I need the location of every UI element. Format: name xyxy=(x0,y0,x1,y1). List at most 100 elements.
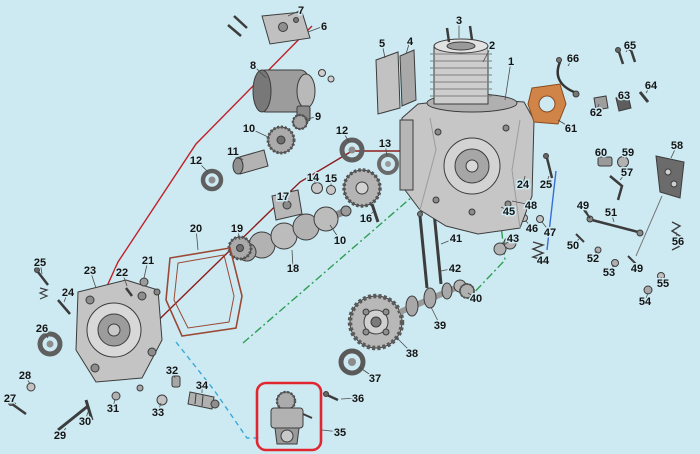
callout-14[interactable]: 14 xyxy=(305,171,321,186)
callout-47[interactable]: 47 xyxy=(542,226,557,241)
callout-11[interactable]: 11 xyxy=(226,145,241,160)
callout-44[interactable]: 44 xyxy=(535,254,551,269)
callout-19[interactable]: 19 xyxy=(229,222,244,237)
callout-17[interactable]: 17 xyxy=(275,190,290,205)
callout-21[interactable]: 21 xyxy=(140,254,155,269)
callout-26[interactable]: 26 xyxy=(34,322,49,337)
dark-red-connector-line xyxy=(132,150,424,346)
leader-line xyxy=(567,57,574,67)
callout-49[interactable]: 49 xyxy=(629,262,644,277)
oil-seal-rear xyxy=(338,348,366,376)
starter-motor xyxy=(252,69,335,122)
callout-35[interactable]: 35 xyxy=(332,426,347,441)
leader-line xyxy=(84,411,89,422)
callout-1[interactable]: 1 xyxy=(506,55,515,70)
callout-24[interactable]: 24 xyxy=(515,178,531,193)
callout-29[interactable]: 29 xyxy=(52,429,67,444)
callout-48[interactable]: 48 xyxy=(523,199,538,214)
callout-32[interactable]: 32 xyxy=(164,364,179,379)
callout-39[interactable]: 39 xyxy=(432,319,447,334)
leader-line xyxy=(595,103,600,113)
callout-50[interactable]: 50 xyxy=(565,239,580,254)
callout-38[interactable]: 38 xyxy=(404,347,419,362)
callout-5[interactable]: 5 xyxy=(377,37,386,52)
callout-45[interactable]: 45 xyxy=(501,205,516,220)
leader-line xyxy=(41,327,49,339)
leader-line xyxy=(545,175,550,185)
callout-12[interactable]: 12 xyxy=(188,154,203,169)
leader-line xyxy=(482,44,493,63)
callout-66[interactable]: 66 xyxy=(565,52,580,67)
leader-line xyxy=(430,306,441,326)
callout-65[interactable]: 65 xyxy=(622,39,637,54)
leader-line xyxy=(287,9,302,17)
leader-line xyxy=(670,144,678,159)
callout-27[interactable]: 27 xyxy=(2,392,17,407)
leader-line xyxy=(157,402,162,413)
callout-42[interactable]: 42 xyxy=(447,262,462,277)
callout-54[interactable]: 54 xyxy=(637,295,653,310)
leader-line xyxy=(522,175,526,185)
balancer-gear xyxy=(342,168,382,208)
callout-34[interactable]: 34 xyxy=(194,379,210,394)
callout-57[interactable]: 57 xyxy=(619,166,634,181)
callout-46[interactable]: 46 xyxy=(524,222,539,237)
callout-59[interactable]: 59 xyxy=(620,146,635,161)
leader-line xyxy=(24,374,31,385)
callout-8[interactable]: 8 xyxy=(248,59,257,74)
callout-28[interactable]: 28 xyxy=(17,369,32,384)
callout-25[interactable]: 25 xyxy=(32,256,47,271)
callout-4[interactable]: 4 xyxy=(405,35,415,50)
leader-line xyxy=(321,429,341,433)
callout-43[interactable]: 43 xyxy=(505,232,520,247)
callout-41[interactable]: 41 xyxy=(448,232,463,247)
callout-3[interactable]: 3 xyxy=(454,14,463,29)
leader-line xyxy=(675,231,679,242)
callout-49[interactable]: 49 xyxy=(575,199,590,214)
callout-10[interactable]: 10 xyxy=(241,122,256,137)
callout-30[interactable]: 30 xyxy=(77,415,92,430)
callout-13[interactable]: 13 xyxy=(377,137,392,152)
callout-2[interactable]: 2 xyxy=(487,39,496,54)
timing-gear xyxy=(347,293,405,351)
callout-25[interactable]: 25 xyxy=(538,178,553,193)
callout-64[interactable]: 64 xyxy=(643,79,659,94)
callout-6[interactable]: 6 xyxy=(319,20,328,35)
leader-line xyxy=(307,25,325,33)
callout-15[interactable]: 15 xyxy=(323,172,338,187)
callout-55[interactable]: 55 xyxy=(655,277,670,292)
callout-52[interactable]: 52 xyxy=(585,252,600,267)
leader-line xyxy=(541,221,551,233)
callout-22[interactable]: 22 xyxy=(114,266,129,281)
callout-23[interactable]: 23 xyxy=(82,264,97,279)
case-gasket xyxy=(165,247,243,337)
callout-63[interactable]: 63 xyxy=(616,89,631,104)
callout-9[interactable]: 9 xyxy=(313,110,322,125)
callout-61[interactable]: 61 xyxy=(563,122,578,137)
callout-36[interactable]: 36 xyxy=(350,392,365,407)
callout-56[interactable]: 56 xyxy=(670,235,685,250)
callout-12[interactable]: 12 xyxy=(334,124,349,139)
callout-33[interactable]: 33 xyxy=(150,406,165,421)
callout-24[interactable]: 24 xyxy=(60,286,76,301)
callout-51[interactable]: 51 xyxy=(603,206,618,221)
callout-58[interactable]: 58 xyxy=(669,139,684,154)
gear-case-cover xyxy=(75,279,163,383)
leader-line xyxy=(504,60,512,101)
callout-62[interactable]: 62 xyxy=(588,106,603,121)
callout-37[interactable]: 37 xyxy=(367,372,382,387)
leader-line xyxy=(405,40,411,55)
callout-31[interactable]: 31 xyxy=(105,402,120,417)
callout-7[interactable]: 7 xyxy=(296,4,305,19)
callout-16[interactable]: 16 xyxy=(358,212,373,227)
callout-20[interactable]: 20 xyxy=(188,222,203,237)
callout-53[interactable]: 53 xyxy=(601,266,616,281)
callout-18[interactable]: 18 xyxy=(285,262,300,277)
callout-40[interactable]: 40 xyxy=(468,292,483,307)
callout-60[interactable]: 60 xyxy=(593,146,608,161)
leader-line xyxy=(525,220,533,229)
leader-line xyxy=(631,259,638,269)
callout-10[interactable]: 10 xyxy=(332,234,347,249)
